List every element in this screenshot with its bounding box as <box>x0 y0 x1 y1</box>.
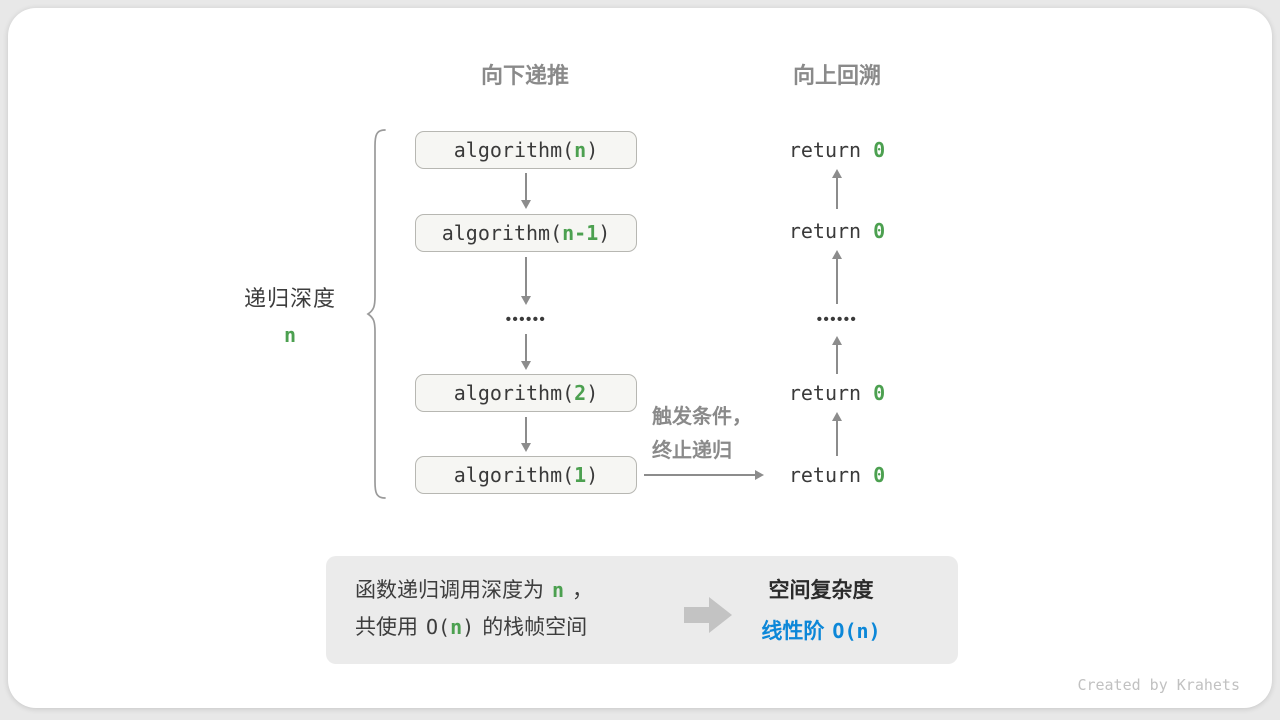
call-arg: 2 <box>574 381 587 405</box>
arrow-down-icon <box>520 257 532 305</box>
arrow-right-icon <box>644 469 764 481</box>
recursion-depth-label-group: 递归深度 n <box>228 281 352 347</box>
return-keyword: return <box>788 381 862 405</box>
call-arg: n <box>574 138 587 162</box>
complexity-title: 空间复杂度 <box>768 579 874 602</box>
summary-line1-punct: ， <box>572 579 594 602</box>
watermark-credit: Created by Krahets <box>1077 676 1240 694</box>
recursion-depth-value: n <box>283 323 297 347</box>
summary-line1-var: n <box>552 578 565 602</box>
call-box-algorithm-1: algorithm(1) <box>415 456 637 494</box>
call-text: ) <box>586 138 599 162</box>
complexity-order-label: 线性阶 <box>761 620 825 643</box>
return-statement: return 0 <box>757 219 917 243</box>
ellipsis-right: •••••• <box>816 311 858 328</box>
return-value: 0 <box>873 219 886 243</box>
return-keyword: return <box>788 138 862 162</box>
return-value: 0 <box>873 463 886 487</box>
arrow-down-icon <box>520 334 532 370</box>
summary-line2-prefix: 共使用 <box>355 616 418 639</box>
recursion-depth-label: 递归深度 <box>243 286 336 311</box>
summary-line1: 函数递归调用深度为 n ， <box>355 572 675 609</box>
fat-arrow-right-icon <box>684 597 732 633</box>
termination-condition-label: 触发条件， 终止递归 <box>652 400 792 468</box>
ellipsis-left: •••••• <box>505 311 547 328</box>
header-downward-recursion: 向下递推 <box>480 63 569 88</box>
termination-line2: 终止递归 <box>652 440 732 462</box>
call-text: algorithm( <box>453 381 575 405</box>
return-value: 0 <box>873 138 886 162</box>
summary-panel <box>326 556 958 664</box>
arrow-up-icon <box>831 250 843 304</box>
return-statement: return 0 <box>757 463 917 487</box>
call-text: ) <box>598 221 611 245</box>
call-text: algorithm( <box>453 138 575 162</box>
termination-line1: 触发条件， <box>652 406 752 428</box>
arrow-down-icon <box>520 417 532 452</box>
big-o-close: ) <box>462 615 475 639</box>
call-text: ) <box>586 381 599 405</box>
summary-line2-suffix: 的栈帧空间 <box>482 616 588 639</box>
call-text: algorithm( <box>453 463 575 487</box>
summary-line2: 共使用 O(n) 的栈帧空间 <box>355 609 675 646</box>
call-text: algorithm( <box>441 221 563 245</box>
complexity-result: 空间复杂度 线性阶 O(n) <box>741 574 901 645</box>
call-box-algorithm-2: algorithm(2) <box>415 374 637 412</box>
call-arg: n-1 <box>562 221 599 245</box>
return-value: 0 <box>873 381 886 405</box>
call-box-algorithm-n: algorithm(n) <box>415 131 637 169</box>
return-statement: return 0 <box>757 381 917 405</box>
complexity-value: 线性阶 O(n) <box>741 615 901 645</box>
call-text: ) <box>586 463 599 487</box>
arrow-up-icon <box>831 336 843 374</box>
arrow-down-icon <box>520 173 532 209</box>
arrow-up-icon <box>831 169 843 209</box>
return-keyword: return <box>788 219 862 243</box>
big-o-expression: O(n) <box>426 615 474 639</box>
big-o-open: O( <box>426 615 451 639</box>
header-upward-backtracking: 向上回溯 <box>792 63 881 88</box>
complexity-big-o: O(n) <box>832 619 881 643</box>
return-statement: return 0 <box>757 138 917 162</box>
call-box-algorithm-n-1: algorithm(n-1) <box>415 214 637 252</box>
return-keyword: return <box>788 463 862 487</box>
summary-line1-text: 函数递归调用深度为 <box>355 579 544 602</box>
big-o-var: n <box>450 615 463 639</box>
arrow-up-icon <box>831 412 843 456</box>
curly-brace <box>366 129 386 499</box>
call-arg: 1 <box>574 463 587 487</box>
